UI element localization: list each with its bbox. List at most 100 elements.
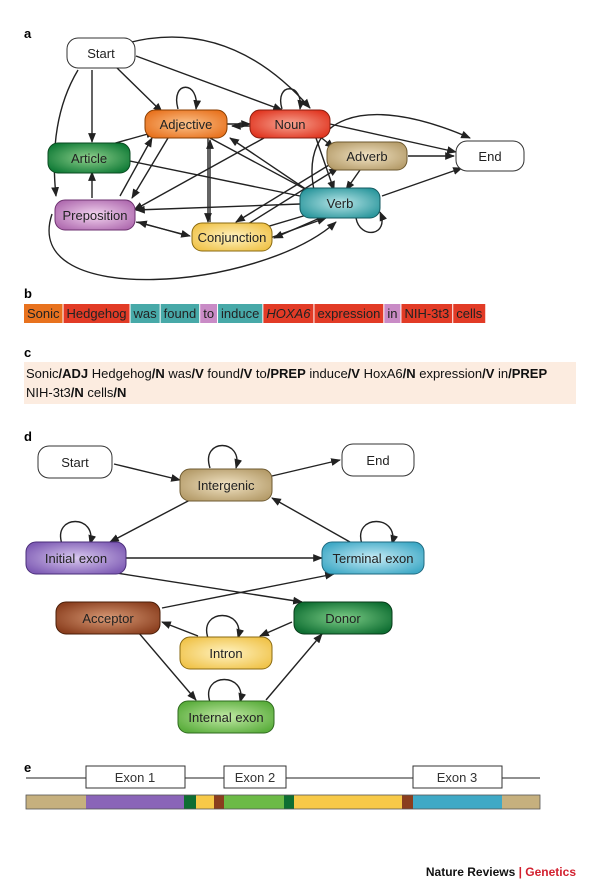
svg-text:Terminal exon: Terminal exon [333,551,414,566]
panel-label-d: d [24,429,32,444]
svg-text:Verb: Verb [327,196,354,211]
svg-text:Start: Start [87,46,115,61]
pos-tag: /PREP [267,366,306,381]
token-text: Hedgehog [67,306,127,321]
token-text: to [203,306,214,321]
svg-text:Donor: Donor [325,611,361,626]
node-acceptor: Acceptor [55,601,161,635]
token-highlight [314,304,384,323]
token-highlight [218,304,263,323]
node-terminal-exon: Terminal exon [321,541,425,575]
tagged-word: to [252,366,266,381]
state-track [25,794,541,810]
node-end-d: End [341,443,415,477]
pos-tag: /V [240,366,253,381]
tagged-word: in [494,366,508,381]
panel-c-line-2: NIH-3t3/N cells/N [26,385,126,400]
svg-text:Adjective: Adjective [160,117,213,132]
token-highlight [200,304,218,323]
tagged-word: was [165,366,192,381]
panel-a-edges [48,36,471,281]
tagged-word: Hedgehog [88,366,152,381]
node-end-a: End [455,140,525,172]
pos-tag: /ADJ [59,366,89,381]
svg-text:End: End [366,453,389,468]
tagged-word: HoxA6 [360,366,403,381]
token-highlight [401,304,453,323]
exon-1-label: Exon 1 [115,770,155,785]
svg-text:Initial exon: Initial exon [45,551,107,566]
node-adjective: Adjective [144,109,228,139]
node-intron: Intron [179,636,273,670]
node-initial-exon: Initial exon [25,541,127,575]
panel-label-b: b [24,286,32,301]
token-text: was [133,306,158,321]
node-adverb: Adverb [326,141,408,171]
token-highlight [453,304,486,323]
tagged-word: induce [306,366,348,381]
exon-3-label: Exon 3 [437,770,477,785]
token-highlight [263,304,314,323]
pos-tag: /N [113,385,126,400]
node-article: Article [47,142,131,174]
node-noun: Noun [249,109,331,139]
svg-text:Adverb: Adverb [346,149,387,164]
token-highlight [24,304,63,323]
pos-tag: /N [152,366,165,381]
node-intergenic: Intergenic [179,468,273,502]
panel-e-gene-structure: Exon 1 Exon 2 Exon 3 [25,765,541,810]
node-verb: Verb [299,187,381,219]
exon-2-box [223,765,287,789]
svg-text:Preposition: Preposition [62,208,127,223]
panel-label-e: e [24,760,31,775]
panel-c-background [24,362,576,404]
tagged-word: cells [84,385,114,400]
svg-text:Noun: Noun [274,117,305,132]
svg-text:End: End [478,149,501,164]
token-text: in [387,306,397,321]
token-highlight [63,304,130,323]
pos-tag: /V [348,366,361,381]
tagged-word: expression [416,366,482,381]
node-start-d: Start [37,445,113,479]
panel-label-a: a [24,26,32,41]
svg-text:Acceptor: Acceptor [82,611,134,626]
exon-2-label: Exon 2 [235,770,275,785]
svg-text:Internal exon: Internal exon [188,710,263,725]
svg-text:Conjunction: Conjunction [198,230,267,245]
token-text: expression [317,306,380,321]
token-text: induce [221,306,259,321]
panel-d-nodes: Start Intergenic End Initial exon Termin… [25,443,425,734]
node-preposition: Preposition [54,199,136,231]
pos-tag: /N [71,385,84,400]
token-text: NIH-3t3 [404,306,449,321]
pos-tag: /V [192,366,205,381]
exon-1-box [85,765,186,789]
panel-d-edges [59,444,399,703]
exon-3-box [412,765,503,789]
token-text: Sonic [27,306,60,321]
token-text: found [164,306,197,321]
svg-text:Start: Start [61,455,89,470]
tagged-word: Sonic [26,366,59,381]
panel-a-nodes: Start Adjective Noun End Article Adverb … [47,37,525,252]
pos-tag: /PREP [508,366,547,381]
tagged-word: NIH-3t3 [26,385,71,400]
token-highlight [130,304,160,323]
pos-tag: /V [482,366,495,381]
panel-label-c: c [24,345,31,360]
node-donor: Donor [293,601,393,635]
node-internal-exon: Internal exon [177,700,275,734]
token-highlight [384,304,401,323]
panel-c-line-1: Sonic/ADJ Hedgehog/N was/V found/V to/PR… [26,366,547,381]
tagged-word: found [204,366,240,381]
pos-tag: /N [403,366,416,381]
svg-text:Article: Article [71,151,107,166]
svg-text:Intron: Intron [209,646,242,661]
node-start-a: Start [66,37,136,69]
token-text: cells [456,306,483,321]
token-text: HOXA6 [266,306,311,321]
svg-text:Intergenic: Intergenic [197,478,255,493]
